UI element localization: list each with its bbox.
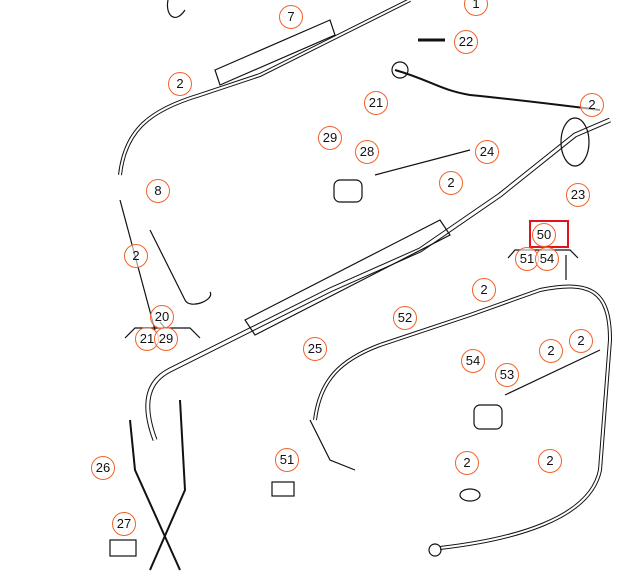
callout-23[interactable]: 23 <box>566 183 590 207</box>
callout-2[interactable]: 2 <box>472 278 496 302</box>
callout-7[interactable]: 7 <box>279 5 303 29</box>
callout-29[interactable]: 29 <box>318 126 342 150</box>
callout-2[interactable]: 2 <box>124 244 148 268</box>
callout-27[interactable]: 27 <box>112 512 136 536</box>
callout-54[interactable]: 54 <box>461 349 485 373</box>
callout-50[interactable]: 50 <box>532 223 556 247</box>
callout-2[interactable]: 2 <box>580 93 604 117</box>
callout-52[interactable]: 52 <box>393 306 417 330</box>
callout-2[interactable]: 2 <box>538 449 562 473</box>
callout-21[interactable]: 21 <box>364 91 388 115</box>
callout-29[interactable]: 29 <box>154 327 178 351</box>
callout-2[interactable]: 2 <box>455 451 479 475</box>
callout-2[interactable]: 2 <box>168 72 192 96</box>
callout-53[interactable]: 53 <box>495 363 519 387</box>
callout-8[interactable]: 8 <box>146 179 170 203</box>
callout-26[interactable]: 26 <box>91 456 115 480</box>
callout-25[interactable]: 25 <box>303 337 327 361</box>
callout-54[interactable]: 54 <box>535 247 559 271</box>
callout-24[interactable]: 24 <box>475 140 499 164</box>
callout-51[interactable]: 51 <box>275 448 299 472</box>
callout-22[interactable]: 22 <box>454 30 478 54</box>
callout-51[interactable]: 51 <box>515 247 539 271</box>
callout-28[interactable]: 28 <box>355 140 379 164</box>
callout-20[interactable]: 20 <box>150 305 174 329</box>
callout-2[interactable]: 2 <box>439 171 463 195</box>
callout-21[interactable]: 21 <box>135 327 159 351</box>
callout-2[interactable]: 2 <box>569 329 593 353</box>
callout-2[interactable]: 2 <box>539 339 563 363</box>
